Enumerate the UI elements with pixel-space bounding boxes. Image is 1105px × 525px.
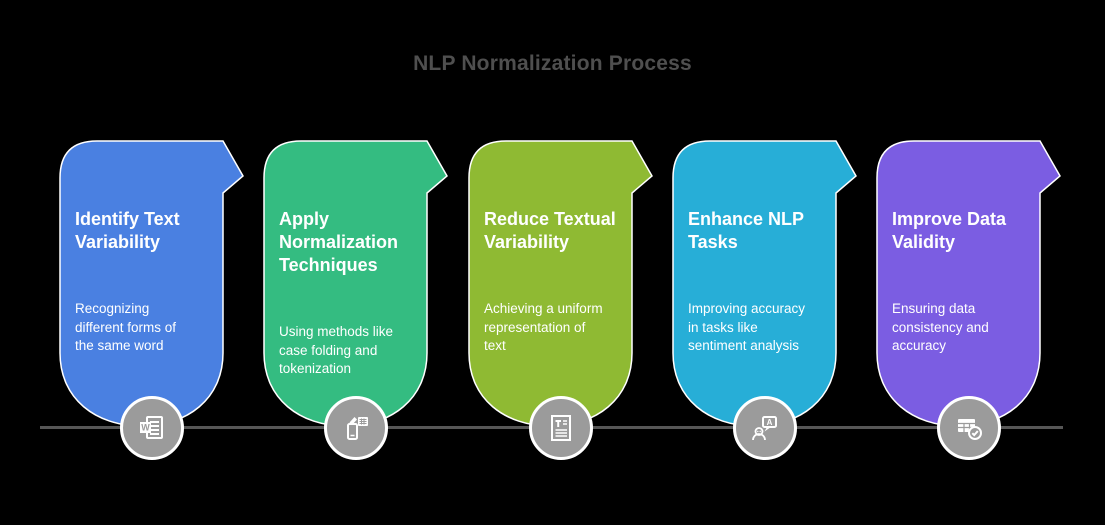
card-description: Ensuring data consistency and accuracy xyxy=(892,301,989,353)
card-description: Achieving a uniform representation of te… xyxy=(484,301,603,353)
card-bubble-shape xyxy=(672,140,857,427)
card-bubble-shape xyxy=(263,140,448,427)
card-heading: Enhance NLP Tasks xyxy=(688,209,805,252)
card-text-block: Improve Data Validity Ensuring data cons… xyxy=(892,190,1033,374)
step-card-identify-text-variability: Identify Text Variability Recognizing di… xyxy=(59,140,244,500)
phone-calculator-icon xyxy=(323,396,388,460)
svg-text:A: A xyxy=(766,418,772,427)
text-document-icon xyxy=(528,396,593,460)
step-card-apply-normalization-techniques: Apply Normalization Techniques Using met… xyxy=(263,140,448,500)
card-bubble-shape xyxy=(59,140,244,427)
card-heading: Apply Normalization Techniques xyxy=(279,209,399,275)
card-bubble-shape xyxy=(468,140,653,427)
card-description: Using methods like case folding and toke… xyxy=(279,324,394,376)
person-chat-icon: A xyxy=(732,396,797,460)
card-text-block: Identify Text Variability Recognizing di… xyxy=(75,190,216,374)
card-text-block: Apply Normalization Techniques Using met… xyxy=(279,190,420,397)
svg-text:W: W xyxy=(141,423,150,433)
card-heading: Improve Data Validity xyxy=(892,209,1007,252)
card-bubble-shape xyxy=(876,140,1061,427)
step-card-reduce-textual-variability: Reduce Textual Variability Achieving a u… xyxy=(468,140,653,500)
card-heading: Identify Text Variability xyxy=(75,209,180,252)
card-text-block: Reduce Textual Variability Achieving a u… xyxy=(484,190,625,374)
step-card-improve-data-validity: Improve Data Validity Ensuring data cons… xyxy=(876,140,1061,500)
page-title: NLP Normalization Process xyxy=(413,52,692,75)
card-text-block: Enhance NLP Tasks Improving accuracy in … xyxy=(688,190,829,374)
card-heading: Reduce Textual Variability xyxy=(484,209,616,252)
card-description: Improving accuracy in tasks like sentime… xyxy=(688,301,806,353)
table-check-icon xyxy=(936,396,1001,460)
step-card-enhance-nlp-tasks: Enhance NLP Tasks Improving accuracy in … xyxy=(672,140,857,500)
word-document-icon: W xyxy=(119,396,184,460)
card-description: Recognizing different forms of the same … xyxy=(75,301,177,353)
